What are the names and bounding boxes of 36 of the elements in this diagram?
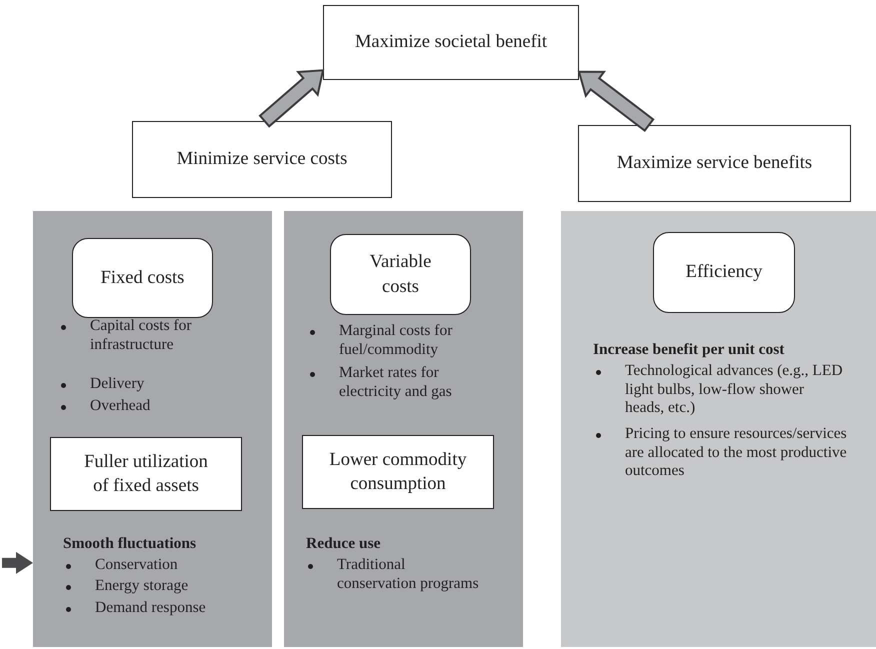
bullet-text: Technological advances (e.g., LED light bulbs, low-flow shower heads, etc.) bbox=[625, 362, 844, 418]
process-box bbox=[578, 125, 851, 202]
category-box bbox=[330, 234, 471, 315]
block-arrow bbox=[2, 552, 33, 574]
bullet-text: Market rates for electricity and gas bbox=[339, 364, 453, 402]
box-label: Variable costs bbox=[368, 251, 432, 298]
bullet-text: Traditional conservation programs bbox=[337, 556, 480, 594]
bullet-text: Energy storage bbox=[95, 577, 190, 596]
process-box bbox=[50, 437, 242, 511]
bullet-text: Conservation bbox=[95, 556, 179, 575]
box-label: Minimize service costs bbox=[176, 148, 348, 172]
section-heading: Smooth fluctuations bbox=[63, 535, 198, 554]
section-heading: Increase benefit per unit cost bbox=[593, 341, 786, 360]
block-arrow bbox=[258, 69, 324, 128]
column-panel bbox=[561, 211, 876, 647]
process-box bbox=[302, 435, 494, 509]
box-label: Efficiency bbox=[686, 261, 762, 284]
box-label: Fixed costs bbox=[100, 266, 184, 290]
bullet-text: Marginal costs for fuel/commodity bbox=[339, 322, 454, 360]
bullet-text: Capital costs for infrastructure bbox=[90, 317, 193, 354]
bullet-text: Demand response bbox=[95, 599, 207, 618]
category-box bbox=[653, 232, 795, 313]
bullet-text: Delivery bbox=[90, 375, 146, 394]
box-label: Fuller utilization of fixed assets bbox=[83, 450, 209, 498]
bullet-text: Pricing to ensure resources/services are allocated to the most productive outcomes bbox=[625, 425, 847, 481]
bullet-text: Overhead bbox=[90, 397, 152, 416]
category-box bbox=[72, 238, 213, 318]
box-label: Maximize service benefits bbox=[616, 152, 812, 176]
box-label: Maximize societal benefit bbox=[354, 31, 548, 54]
column-panel bbox=[284, 211, 523, 647]
column-panel bbox=[33, 211, 272, 647]
box-label: Lower commodity consumption bbox=[328, 448, 468, 496]
section-heading: Reduce use bbox=[306, 535, 382, 554]
process-box bbox=[323, 5, 579, 80]
process-box bbox=[132, 121, 392, 198]
block-arrow bbox=[578, 70, 655, 132]
